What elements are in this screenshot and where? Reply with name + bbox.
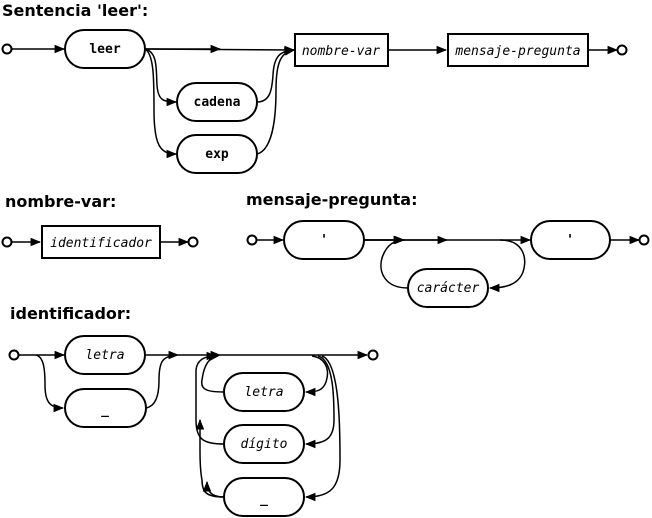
underscore-keyword-node-2: _ <box>223 477 305 517</box>
caracter-nonterminal-label: carácter <box>417 281 480 296</box>
caracter-nonterminal-node: carácter <box>407 268 489 308</box>
mensaje-pregunta-start-terminal <box>246 234 258 246</box>
quote-open-keyword-label: ' <box>320 233 328 248</box>
identificador-title: identificador: <box>10 304 131 323</box>
nombre-var-diagram: nombre-var: identificador <box>1 192 199 259</box>
nombre-var-title: nombre-var: <box>5 192 116 211</box>
mensaje-pregunta-nonterminal-label: mensaje-pregunta <box>454 44 580 59</box>
leer-start-terminal <box>1 43 13 55</box>
identificador-nonterminal-label: identificador <box>50 236 152 251</box>
leer-keyword-node: leer <box>64 29 146 69</box>
nombre-var-start-terminal <box>1 236 13 248</box>
identificador-lines <box>19 350 369 502</box>
mensaje-pregunta-diagram: mensaje-pregunta: ' ' carácter <box>246 190 650 308</box>
leer-diagram: Sentencia 'leer': leer <box>1 1 628 174</box>
exp-keyword-node: exp <box>176 134 258 174</box>
cadena-keyword-node: cadena <box>176 82 258 122</box>
identificador-start-terminal <box>8 349 20 361</box>
underscore-keyword-label-2: _ <box>260 492 268 507</box>
digito-nonterminal-label: dígito <box>241 437 288 452</box>
underscore-keyword-node-1: _ <box>64 388 147 428</box>
letra-nonterminal-node-1: letra <box>64 335 146 375</box>
leer-keyword-label: leer <box>89 42 120 57</box>
quote-close-keyword-node: ' <box>530 220 611 260</box>
identificador-diagram: identificador: le <box>8 304 379 517</box>
mensaje-pregunta-title: mensaje-pregunta: <box>246 190 417 209</box>
leer-title: Sentencia 'leer': <box>2 1 148 20</box>
mensaje-pregunta-nonterminal-node: mensaje-pregunta <box>447 33 589 67</box>
quote-close-keyword-label: ' <box>566 233 574 248</box>
quote-open-keyword-node: ' <box>283 220 365 260</box>
digito-nonterminal-node: dígito <box>223 424 305 464</box>
nombre-var-nonterminal-label: nombre-var <box>302 44 380 59</box>
nombre-var-end-terminal <box>187 236 199 248</box>
exp-keyword-label: exp <box>205 147 229 162</box>
letra-nonterminal-label-2: letra <box>244 385 283 400</box>
cadena-keyword-label: cadena <box>194 95 241 110</box>
leer-lines <box>12 44 619 159</box>
underscore-keyword-label-1: _ <box>101 403 109 418</box>
mensaje-pregunta-end-terminal <box>638 234 650 246</box>
letra-nonterminal-label-1: letra <box>85 348 124 363</box>
nombre-var-nonterminal-node: nombre-var <box>294 33 389 67</box>
letra-nonterminal-node-2: letra <box>223 372 305 412</box>
identificador-end-terminal <box>367 349 379 361</box>
leer-end-terminal <box>616 44 628 56</box>
identificador-nonterminal-node: identificador <box>41 225 161 259</box>
